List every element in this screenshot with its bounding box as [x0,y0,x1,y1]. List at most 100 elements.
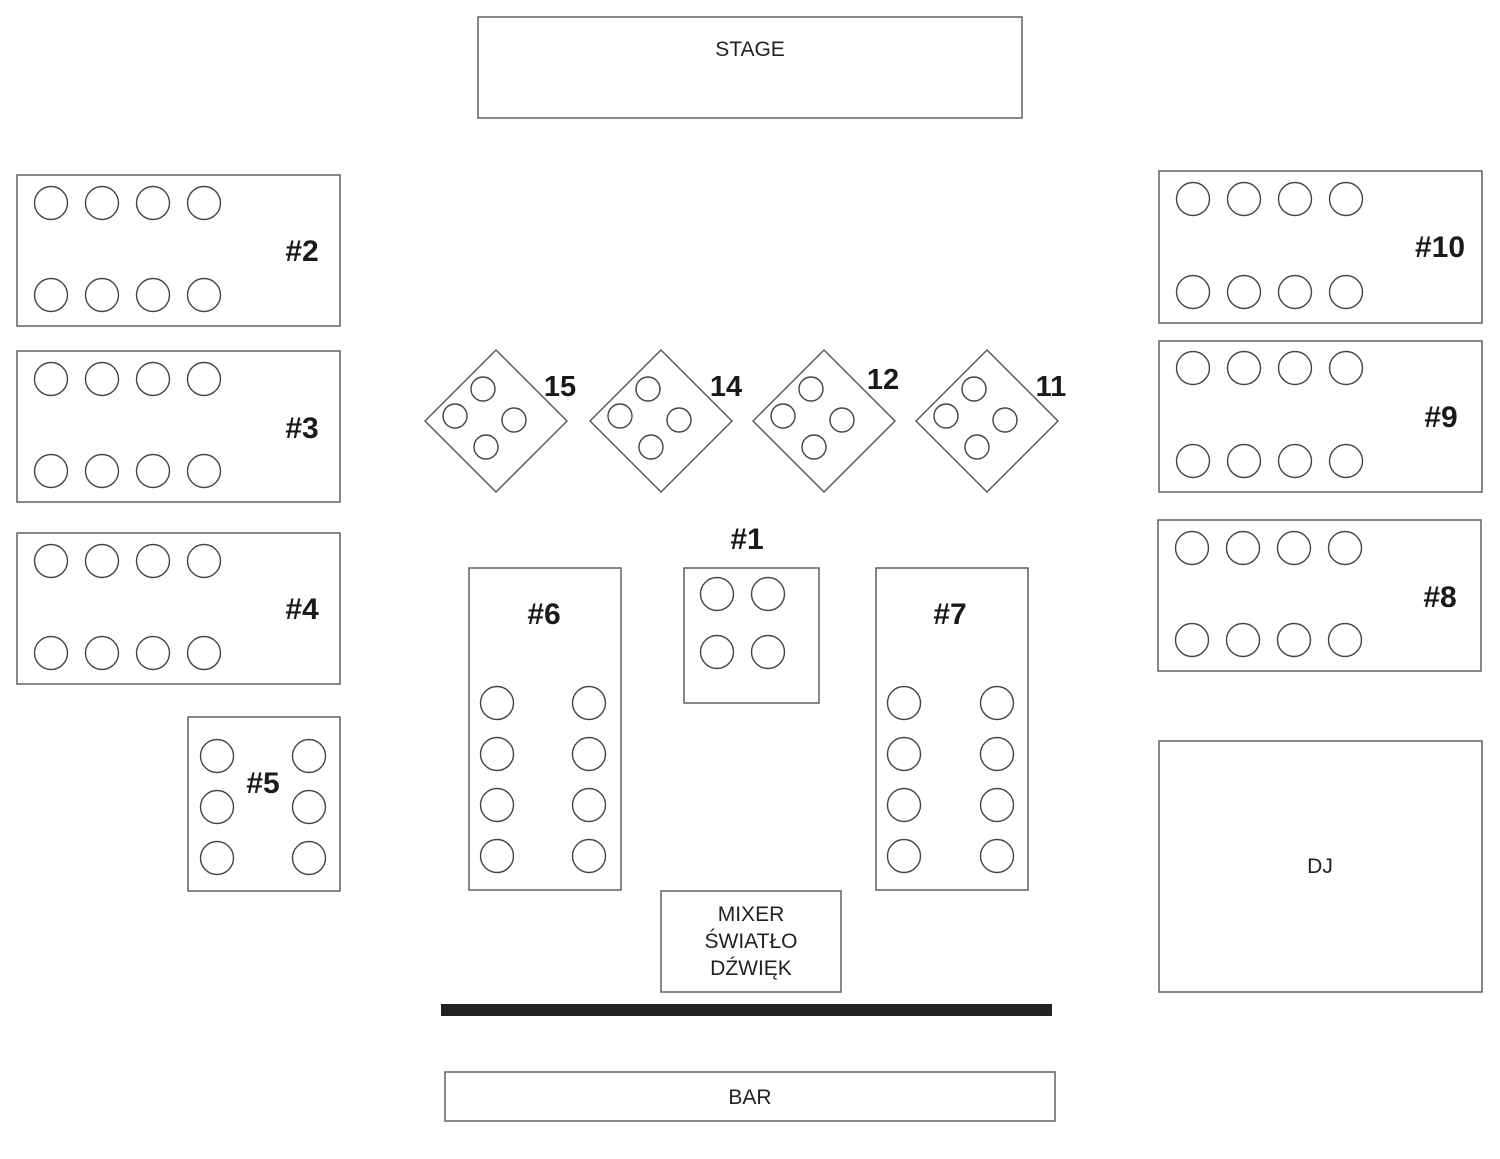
seat[interactable] [750,634,786,670]
seat[interactable] [479,838,515,874]
seat[interactable] [886,736,922,772]
seat[interactable] [135,453,171,489]
seat[interactable] [979,787,1015,823]
seat[interactable] [1175,181,1211,217]
seat[interactable] [1277,350,1313,386]
seat[interactable] [186,543,222,579]
table-7[interactable]: #7 [875,567,1029,891]
seat[interactable] [479,736,515,772]
seat[interactable] [770,403,796,429]
seat[interactable] [979,838,1015,874]
seat[interactable] [470,376,496,402]
seat[interactable] [186,635,222,671]
seat[interactable] [186,185,222,221]
seat[interactable] [1328,350,1364,386]
table-11[interactable]: 11 [915,349,1066,493]
seat[interactable] [798,376,824,402]
seat[interactable] [886,787,922,823]
seat[interactable] [1277,443,1313,479]
seat[interactable] [607,403,633,429]
seat[interactable] [801,434,827,460]
table-4[interactable]: #4 [16,532,341,685]
table-6[interactable]: #6 [468,567,622,891]
seat[interactable] [199,789,235,825]
seat[interactable] [571,736,607,772]
seat[interactable] [829,407,855,433]
seat[interactable] [1174,530,1210,566]
seat[interactable] [886,838,922,874]
seat[interactable] [750,576,786,612]
seat[interactable] [571,685,607,721]
seat[interactable] [84,453,120,489]
seat[interactable] [291,789,327,825]
seat[interactable] [135,543,171,579]
seat[interactable] [1174,622,1210,658]
seat[interactable] [186,453,222,489]
seat[interactable] [571,787,607,823]
seat[interactable] [479,685,515,721]
seat[interactable] [1226,181,1262,217]
seat[interactable] [979,736,1015,772]
seat[interactable] [961,376,987,402]
table-9[interactable]: #9 [1158,340,1483,493]
seat[interactable] [84,185,120,221]
table-14[interactable]: 14 [589,349,742,493]
seat[interactable] [1175,350,1211,386]
table-15[interactable]: 15 [424,349,576,493]
table-10[interactable]: #10 [1158,170,1483,324]
seat[interactable] [84,277,120,313]
table-12[interactable]: 12 [752,349,899,493]
seat[interactable] [479,787,515,823]
seat[interactable] [1327,530,1363,566]
seat[interactable] [291,738,327,774]
seat[interactable] [1276,622,1312,658]
seat[interactable] [1327,622,1363,658]
seat[interactable] [886,685,922,721]
seat[interactable] [992,407,1018,433]
table-1[interactable]: #1 [683,523,820,704]
mixer-area[interactable]: MIXER ŚWIATŁO DŹWIĘK [660,890,842,993]
table-5[interactable]: #5 [187,716,341,892]
seat[interactable] [1276,530,1312,566]
seat[interactable] [501,407,527,433]
seat[interactable] [1277,274,1313,310]
seat[interactable] [442,403,468,429]
seat[interactable] [1328,181,1364,217]
table-3[interactable]: #3 [16,350,341,503]
seat[interactable] [571,838,607,874]
seat[interactable] [135,185,171,221]
seat[interactable] [135,277,171,313]
seat[interactable] [964,434,990,460]
seat[interactable] [33,361,69,397]
seat[interactable] [638,434,664,460]
seat[interactable] [33,635,69,671]
seat[interactable] [1226,443,1262,479]
bar-area[interactable]: BAR [444,1071,1056,1122]
seat[interactable] [186,361,222,397]
seat[interactable] [33,185,69,221]
seat[interactable] [291,840,327,876]
seat[interactable] [1226,350,1262,386]
seat[interactable] [635,376,661,402]
seat[interactable] [1277,181,1313,217]
seat[interactable] [1328,274,1364,310]
seat[interactable] [1175,274,1211,310]
seat[interactable] [1225,530,1261,566]
seat[interactable] [666,407,692,433]
seat[interactable] [933,403,959,429]
seat[interactable] [33,453,69,489]
seat[interactable] [473,434,499,460]
seat[interactable] [199,738,235,774]
seat[interactable] [1226,274,1262,310]
seat[interactable] [186,277,222,313]
table-8[interactable]: #8 [1157,519,1482,672]
seat[interactable] [33,543,69,579]
seat[interactable] [84,635,120,671]
seat[interactable] [1225,622,1261,658]
seat[interactable] [135,361,171,397]
seat[interactable] [84,361,120,397]
seat[interactable] [979,685,1015,721]
seat[interactable] [1328,443,1364,479]
seat[interactable] [33,277,69,313]
dj-area[interactable]: DJ [1158,740,1483,993]
